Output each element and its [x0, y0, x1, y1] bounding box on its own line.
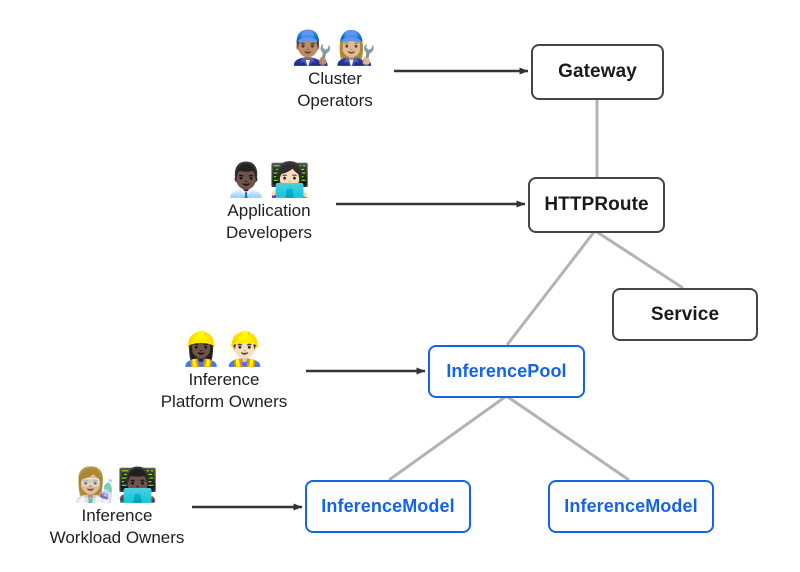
- persona-cluster-operators-line2: Operators: [297, 91, 373, 110]
- persona-cluster-operators-line1: Cluster: [308, 69, 362, 88]
- persona-cluster-operators: 👨🏽‍🔧👩🏼‍🔧 Cluster Operators: [275, 29, 395, 111]
- node-inferencemodel-left[interactable]: InferenceModel: [305, 480, 471, 533]
- edge-httproute-service: [596, 230, 684, 290]
- node-gateway[interactable]: Gateway: [531, 44, 664, 100]
- persona-application-developers-line2: Developers: [226, 223, 312, 242]
- node-inferencemodel-right-label: InferenceModel: [564, 496, 698, 516]
- node-service[interactable]: Service: [612, 288, 758, 341]
- edge-httproute-inferencepool: [505, 231, 596, 346]
- edge-inferencepool-inferencemodel-right: [507, 395, 630, 482]
- persona-inference-workload-owners: 👩🏼‍🔬👨🏿‍💻 Inference Workload Owners: [49, 466, 185, 548]
- node-inferencepool[interactable]: InferencePool: [428, 345, 585, 398]
- scientist-technologist-pair-icon: 👩🏼‍🔬👨🏿‍💻: [73, 466, 161, 503]
- node-service-label: Service: [650, 303, 720, 325]
- node-inferencemodel-left-label: InferenceModel: [321, 496, 455, 516]
- construction-worker-pair-icon: 👷🏿‍♀️👷🏻‍♂️: [180, 330, 268, 367]
- mechanic-pair-icon: 👨🏽‍🔧👩🏼‍🔧: [291, 29, 379, 66]
- persona-inference-workload-owners-line2: Workload Owners: [49, 528, 185, 547]
- office-worker-technologist-pair-icon: 👨🏿‍💼👩🏻‍💻: [225, 161, 313, 198]
- node-inferencemodel-right[interactable]: InferenceModel: [548, 480, 714, 533]
- node-inferencepool-label: InferencePool: [446, 361, 567, 381]
- node-httproute[interactable]: HTTPRoute: [528, 177, 665, 233]
- persona-inference-platform-owners-line2: Platform Owners: [160, 392, 288, 411]
- persona-application-developers: 👨🏿‍💼👩🏻‍💻 Application Developers: [208, 161, 330, 243]
- persona-inference-platform-owners: 👷🏿‍♀️👷🏻‍♂️ Inference Platform Owners: [159, 330, 289, 412]
- persona-inference-workload-owners-line1: Inference: [81, 506, 153, 525]
- persona-application-developers-line1: Application: [227, 201, 311, 220]
- edge-inferencepool-inferencemodel-left: [388, 395, 506, 482]
- persona-inference-platform-owners-line1: Inference: [188, 370, 260, 389]
- node-gateway-label: Gateway: [558, 61, 637, 82]
- node-httproute-label: HTTPRoute: [544, 194, 649, 215]
